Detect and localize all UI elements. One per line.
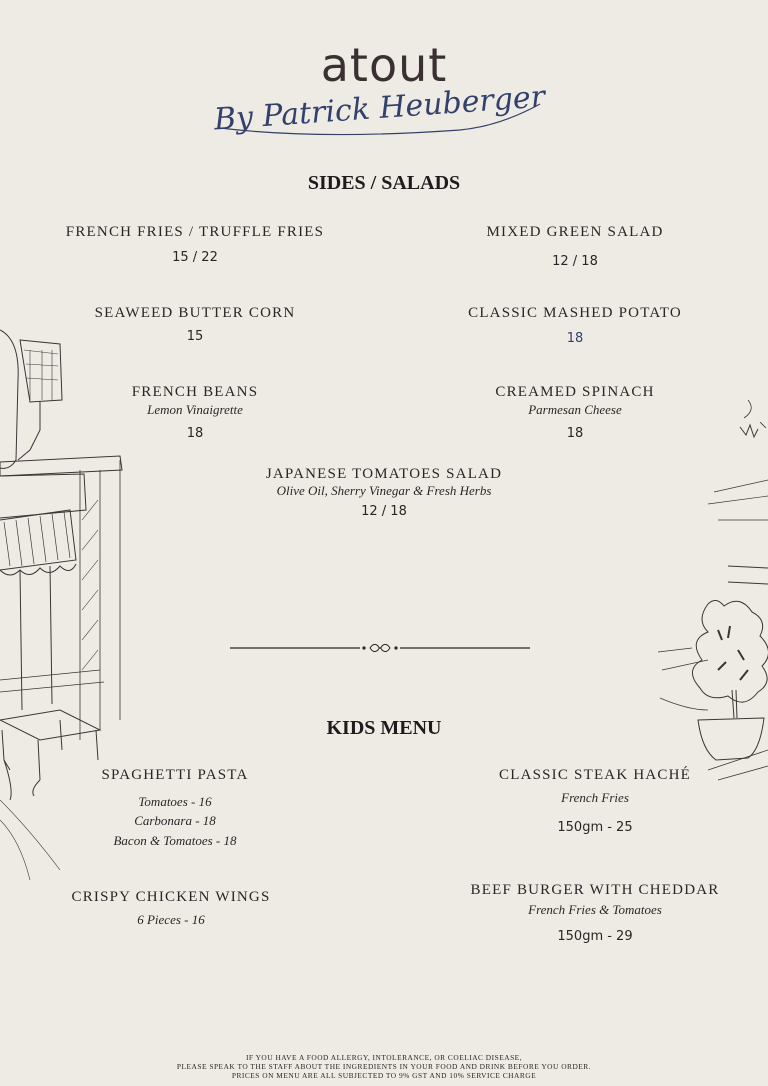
item-desc-creamed-spinach: Parmesan Cheese	[528, 402, 622, 417]
topiary-sketch-illustration	[657, 399, 768, 781]
kids-section-title: KIDS MENU	[326, 717, 442, 739]
item-desc-spaghetti-carbonara: Carbonara - 18	[134, 813, 216, 828]
item-price-creamed-spinach: 18	[566, 426, 584, 441]
disclaimer-line-1: IF YOU HAVE A FOOD ALLERGY, INTOLERANCE,…	[245, 1053, 523, 1062]
item-desc-spaghetti-tomatoes: Tomatoes - 16	[138, 794, 212, 809]
item-price-classic-steak-hache: 150gm - 25	[557, 820, 633, 835]
item-name-french-fries: FRENCH FRIES / TRUFFLE FRIES	[65, 224, 325, 240]
item-price-french-beans: 18	[186, 426, 204, 441]
item-name-mixed-green-salad: MIXED GREEN SALAD	[486, 224, 664, 240]
item-price-seaweed-butter-corn: 15	[186, 329, 204, 344]
item-price-classic-mashed-potato: 18	[566, 331, 584, 346]
item-name-seaweed-butter-corn: SEAWEED BUTTER CORN	[94, 305, 296, 321]
item-desc-spaghetti-bacon: Bacon & Tomatoes - 18	[113, 833, 237, 848]
item-desc-beef-burger: French Fries & Tomatoes	[528, 902, 662, 917]
disclaimer-line-2: PLEASE SPEAK TO THE STAFF ABOUT THE INGR…	[176, 1062, 592, 1071]
brand-logo: atout	[320, 38, 448, 92]
item-desc-french-beans: Lemon Vinaigrette	[147, 402, 243, 417]
item-desc-classic-steak-hache: French Fries	[561, 790, 629, 805]
sketch-marks	[739, 423, 759, 439]
item-name-classic-mashed-potato: CLASSIC MASHED POTATO	[468, 305, 682, 321]
item-price-french-fries: 15 / 22	[172, 250, 218, 265]
sides-section-title: SIDES / SALADS	[307, 172, 461, 194]
item-name-french-beans: FRENCH BEANS	[131, 384, 259, 400]
allergy-disclaimer: IF YOU HAVE A FOOD ALLERGY, INTOLERANCE,…	[0, 1053, 768, 1080]
item-name-beef-burger: BEEF BURGER WITH CHEDDAR	[470, 882, 720, 898]
item-desc-crispy-chicken-wings: 6 Pieces - 16	[137, 912, 205, 927]
cafe-sketch-illustration	[0, 329, 123, 880]
item-name-creamed-spinach: CREAMED SPINACH	[495, 384, 655, 400]
item-name-spaghetti-pasta: SPAGHETTI PASTA	[101, 767, 249, 783]
item-price-mixed-green-salad: 12 / 18	[552, 254, 598, 269]
signature-tagline-text: By Patrick Heuberger	[212, 86, 548, 138]
item-name-crispy-chicken-wings: CRISPY CHICKEN WINGS	[71, 889, 271, 905]
ornamental-divider	[230, 643, 530, 653]
item-desc-japanese-tomatoes-salad: Olive Oil, Sherry Vinegar & Fresh Herbs	[276, 483, 492, 498]
item-price-beef-burger: 150gm - 29	[557, 929, 633, 944]
item-name-japanese-tomatoes-salad: JAPANESE TOMATOES SALAD	[265, 466, 503, 482]
item-name-classic-steak-hache: CLASSIC STEAK HACHÉ	[499, 767, 691, 783]
item-price-japanese-tomatoes-salad: 12 / 18	[361, 504, 407, 519]
disclaimer-line-3: PRICES ON MENU ARE ALL SUBJECTED TO 9% G…	[231, 1071, 537, 1080]
signature-tagline: By Patrick Heuberger	[212, 86, 548, 138]
